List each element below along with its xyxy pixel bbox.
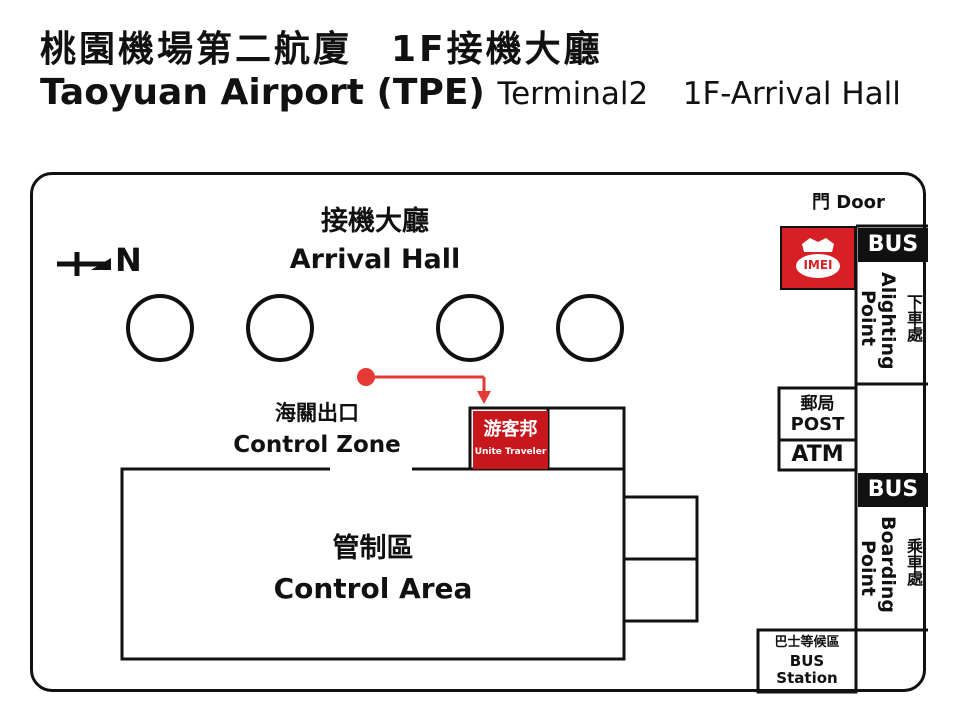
imei-logo: IMEI: [780, 226, 856, 290]
terminal-label: Terminal2: [497, 76, 649, 112]
bus-boarding-tag: BUS: [858, 473, 928, 507]
post-office: 郵局 POST: [781, 393, 854, 435]
bus-alighting-tag: BUS: [858, 228, 928, 262]
boarding-point: 乘車處 Boarding Point: [857, 512, 928, 626]
arrival-hall-en: Arrival Hall: [289, 244, 461, 275]
unite-traveler-cn: 游客邦: [483, 419, 538, 440]
alighting-en2: Point: [857, 290, 879, 347]
control-area-en: Control Area: [273, 572, 473, 605]
door-label: 門 Door: [812, 192, 885, 213]
page-title-en: Taoyuan Airport (TPE) Terminal2 1F-Arriv…: [40, 72, 901, 113]
alighting-cn: 下車處: [904, 294, 923, 342]
compass: N: [55, 241, 155, 284]
map-frame: [30, 172, 926, 692]
control-area-cn: 管制區: [332, 533, 414, 564]
route-arrow: [357, 368, 491, 404]
pillar-circle: [436, 294, 504, 362]
pillar-circle: [246, 294, 314, 362]
boarding-en1: Boarding: [877, 516, 899, 613]
imei-label: IMEI: [803, 258, 833, 272]
arrival-hall-cn: 接機大廳: [321, 206, 429, 237]
crown-icon: [796, 238, 840, 278]
control-zone-cn: 海關出口: [275, 401, 359, 425]
bus-station: 巴士等候區 BUS Station: [760, 634, 854, 687]
control-area-label: 管制區 Control Area: [250, 530, 496, 610]
control-zone-label: 海關出口 Control Zone: [222, 398, 412, 462]
bus-station-en2: Station: [776, 669, 838, 687]
north-label: N: [115, 241, 142, 279]
boarding-cn: 乘車處: [904, 538, 923, 586]
pillar-circle: [126, 294, 194, 362]
north-arrow-icon: [57, 252, 111, 276]
alighting-point: 下車處 Alighting Point: [857, 268, 928, 380]
unite-traveler-en: Unite Traveler: [474, 447, 547, 457]
bus-station-en1: BUS: [789, 652, 825, 670]
post-cn: 郵局: [800, 394, 835, 414]
arrival-hall-label: 接機大廳 Arrival Hall: [270, 204, 480, 280]
pillar-circle: [556, 294, 624, 362]
boarding-en2: Point: [857, 540, 879, 597]
atm-label: ATM: [791, 442, 844, 467]
floor-label: 1F-Arrival Hall: [682, 76, 901, 112]
control-zone-en: Control Zone: [233, 432, 401, 458]
page-title-cn: 桃園機場第二航廈 1F接機大廳: [40, 29, 603, 70]
post-en: POST: [790, 414, 845, 435]
unite-traveler-logo: 游客邦 Unite Traveler: [473, 411, 548, 469]
bus-station-cn: 巴士等候區: [774, 635, 840, 650]
airport-name: Taoyuan Airport (TPE): [40, 72, 485, 113]
alighting-en1: Alighting: [877, 272, 899, 370]
